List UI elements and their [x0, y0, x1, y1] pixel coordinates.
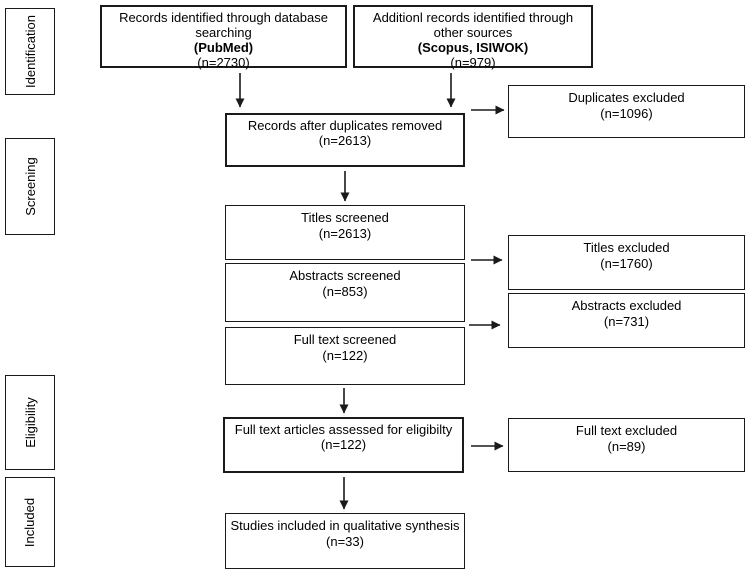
box-count: (n=1096): [600, 105, 653, 121]
stage-box-screening: Screening: [5, 138, 55, 235]
stage-label-screening: Screening: [22, 157, 38, 216]
box-title: Titles excluded: [583, 240, 670, 255]
box-count: (n=33): [326, 533, 364, 549]
box-title: Records identified through database sear…: [119, 10, 328, 40]
box-title: Additionl records identified through oth…: [372, 10, 574, 40]
box-title: Full text excluded: [575, 423, 678, 438]
box-title: Titles screened: [301, 210, 389, 225]
box-title: Full text articles assessed for eligibil…: [234, 422, 453, 437]
box-title: Abstracts excluded: [571, 298, 682, 313]
flow-box-fulltext-assessed: Full text articles assessed for eligibil…: [223, 417, 464, 473]
flow-box-database-search: Records identified through database sear…: [100, 5, 347, 70]
box-title: Records after duplicates removed: [247, 118, 443, 133]
stage-box-identification: Identification: [5, 8, 55, 95]
box-count: (n=1760): [600, 255, 653, 271]
box-count: (n=2613): [318, 225, 372, 241]
flow-box-duplicates-excluded: Duplicates excluded (n=1096): [508, 85, 745, 138]
box-count: (n=122): [320, 437, 367, 452]
box-count: (n=2613): [318, 133, 372, 148]
box-count: (n=89): [607, 438, 646, 454]
stage-label-identification: Identification: [22, 15, 38, 88]
flow-box-studies-included: Studies included in qualitative synthesi…: [225, 513, 465, 569]
flow-box-fulltext-excluded: Full text excluded (n=89): [508, 418, 745, 472]
box-title: Abstracts screened: [289, 268, 401, 283]
flow-box-titles-screened: Titles screened (n=2613): [225, 205, 465, 260]
stage-box-eligibility: Eligibility: [5, 375, 55, 470]
stage-box-included: Included: [5, 477, 55, 567]
box-count: (n=2730): [197, 55, 250, 70]
box-subtitle: (Scopus, ISIWOK): [417, 40, 529, 55]
box-title: Full text screened: [293, 332, 397, 347]
flow-box-titles-excluded: Titles excluded (n=1760): [508, 235, 745, 290]
box-count: (n=731): [603, 313, 650, 329]
box-count: (n=979): [450, 55, 496, 70]
stage-label-included: Included: [22, 497, 38, 547]
box-title: Studies included in qualitative synthesi…: [230, 518, 460, 533]
box-count: (n=122): [322, 347, 368, 363]
box-count: (n=853): [322, 283, 368, 299]
stage-label-eligibility: Eligibility: [22, 397, 38, 448]
box-subtitle: (PubMed): [193, 40, 254, 55]
flow-box-abstracts-excluded: Abstracts excluded (n=731): [508, 293, 745, 348]
flow-box-after-duplicates: Records after duplicates removed (n=2613…: [225, 113, 465, 167]
flow-box-abstracts-screened: Abstracts screened (n=853): [225, 263, 465, 322]
box-title: Duplicates excluded: [568, 90, 685, 105]
flow-box-fulltext-screened: Full text screened (n=122): [225, 327, 465, 385]
flow-box-other-sources: Additionl records identified through oth…: [353, 5, 593, 70]
